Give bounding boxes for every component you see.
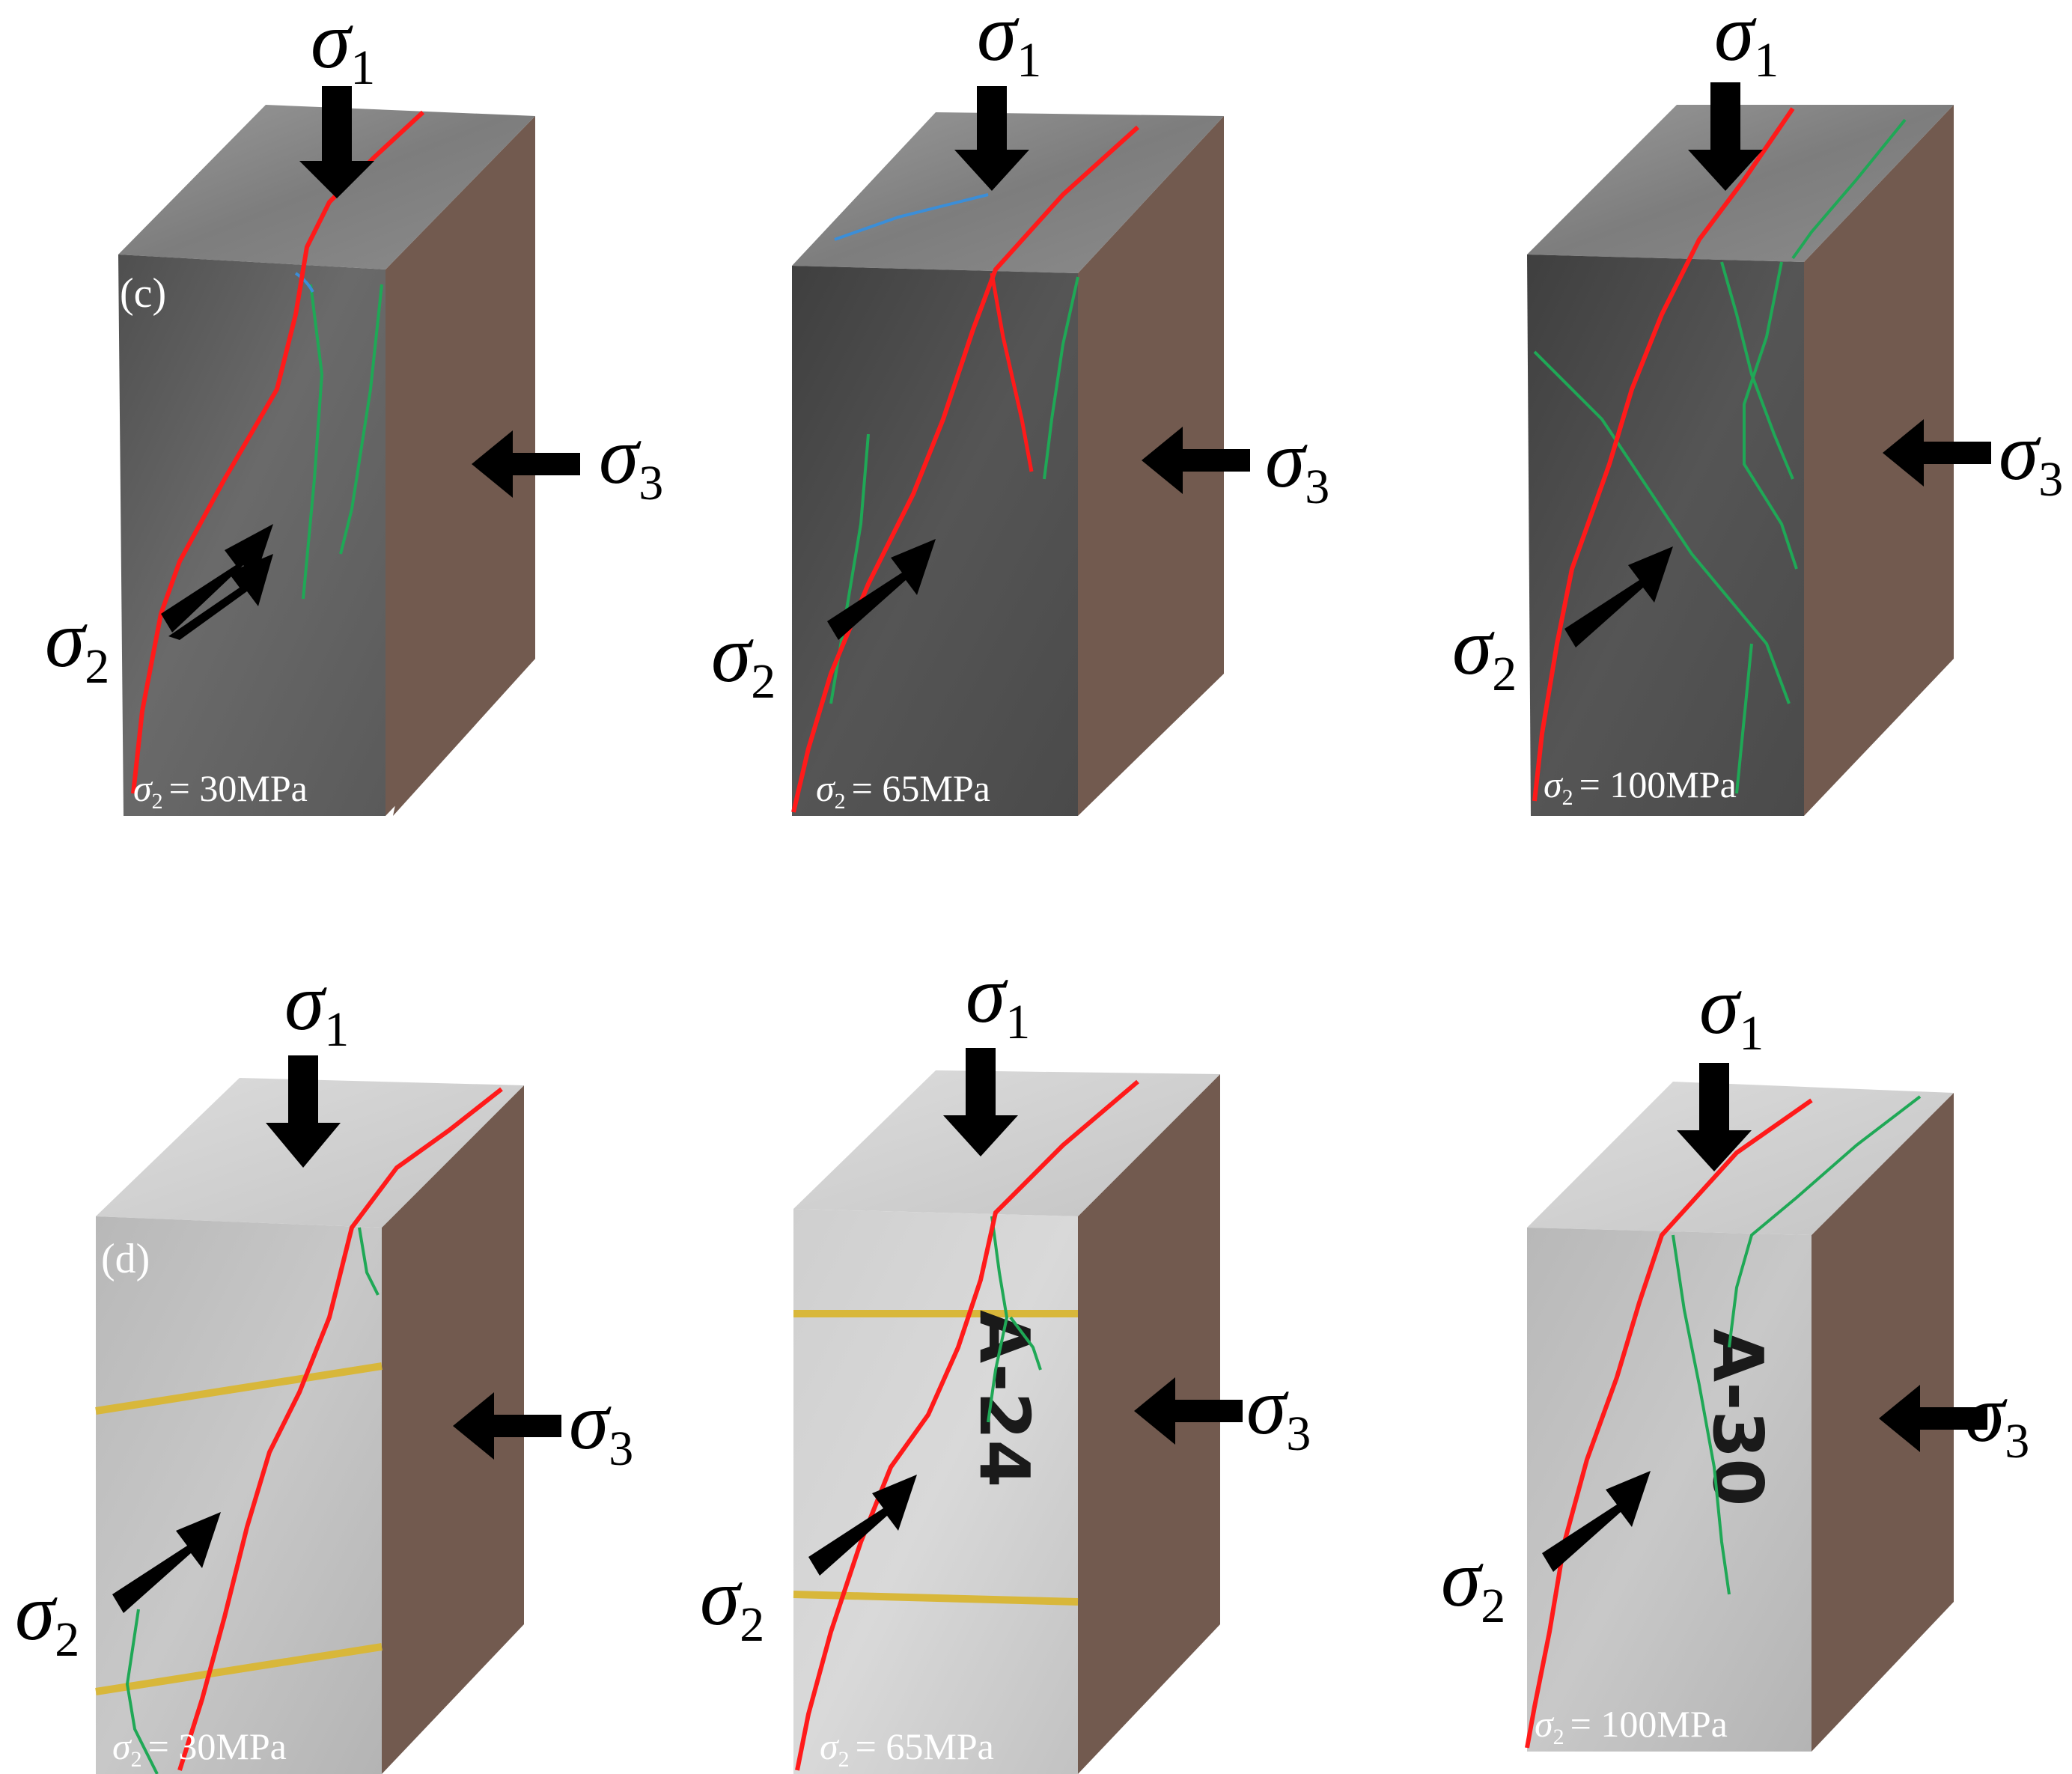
sigma2-arrow [168, 554, 273, 640]
panel-label: (d) [101, 1236, 150, 1282]
sigma1-label: σ1 [1714, 0, 1779, 88]
sigma1-arrow [266, 1055, 341, 1168]
specimen-d-65mpa: A-24 σ1 σ3 σ2 σ2= 65MPa [700, 951, 1311, 1774]
top-face [792, 112, 1224, 273]
specimen-c-65mpa: σ1 σ3 σ2 σ2= 65MPa [711, 0, 1329, 816]
sigma2-arrow [808, 1475, 917, 1576]
sigma3-arrow [1879, 1385, 1987, 1452]
top-face [1527, 1082, 1954, 1235]
tertiary-crack [834, 193, 989, 241]
tertiary-crack [294, 272, 314, 293]
sigma1-arrow [299, 86, 374, 198]
sigma3-label: σ3 [599, 412, 663, 510]
panel-label: (c) [120, 270, 166, 317]
sigma3-arrow [1142, 427, 1250, 494]
sigma2-arrow [161, 524, 273, 633]
secondary-crack [339, 284, 383, 555]
sigma3-label: σ3 [1265, 415, 1329, 514]
panel-c: (c) σ1 σ3 σ2 σ2= 30MPa σ1 σ3 σ2 σ2= 65MP… [45, 0, 2063, 816]
sigma2-value-caption: σ2= 100MPa [1535, 1703, 1728, 1749]
sigma2-value-caption: σ2= 65MPa [820, 1725, 994, 1772]
secondary-crack [1720, 261, 1794, 480]
top-face [793, 1070, 1220, 1216]
sigma3-arrow [472, 430, 580, 498]
sigma2-arrow [112, 1512, 221, 1613]
main-crack [795, 1079, 1139, 1771]
specimen-d-30mpa: (d) σ1 σ3 σ2 σ2= 30MPa [15, 958, 633, 1774]
front-face [118, 254, 386, 816]
sigma3-label: σ3 [1246, 1362, 1311, 1461]
sigma2-label: σ2 [1441, 1534, 1505, 1633]
side-face [1078, 1074, 1220, 1774]
sigma1-label: σ1 [1699, 962, 1764, 1061]
sample-tag: A-24 [964, 1310, 1044, 1487]
secondary-crack [358, 1227, 380, 1296]
sigma2-arrow [1542, 1471, 1651, 1572]
secondary-crack [1009, 1316, 1042, 1371]
secondary-crack [1791, 118, 1907, 260]
sigma1-label: σ1 [966, 951, 1030, 1049]
sigma2-arrow [827, 539, 936, 640]
panel-d: (d) σ1 σ3 σ2 σ2= 30MPa A-24 σ1 σ3 σ2 σ2=… [15, 951, 2029, 1774]
main-crack [1525, 1098, 1813, 1749]
front-face [793, 1209, 1078, 1774]
side-face [1812, 1093, 1954, 1752]
sigma2-value-caption: σ2= 65MPa [816, 767, 990, 814]
main-crack [177, 1087, 503, 1771]
specimen-d-100mpa: A-30 σ1 σ3 σ2 σ2= 100MPa [1441, 962, 2029, 1752]
gauge-strip [95, 1643, 383, 1695]
sigma2-label: σ2 [700, 1553, 764, 1652]
sigma3-arrow [1134, 1377, 1243, 1445]
side-face [1804, 105, 1954, 816]
main-crack [1532, 107, 1795, 802]
sigma1-arrow [954, 86, 1029, 191]
side-face [386, 116, 535, 816]
sigma1-label: σ1 [311, 0, 375, 95]
front-face [1527, 1228, 1812, 1752]
sigma3-label: σ3 [569, 1377, 633, 1476]
secondary-crack [302, 284, 324, 600]
secondary-crack [1728, 1095, 1922, 1348]
specimen-c-100mpa: σ1 σ3 σ2 σ2= 100MPa [1452, 0, 2063, 816]
sigma2-value-caption: σ2= 30MPa [112, 1725, 287, 1772]
secondary-crack [1533, 350, 1791, 704]
main-crack [791, 125, 1140, 813]
sigma2-value-caption: σ2= 100MPa [1544, 763, 1737, 810]
side-face [382, 1085, 524, 1774]
sigma2-label: σ2 [711, 610, 776, 709]
gauge-strip [95, 1362, 383, 1415]
main-crack [990, 272, 1034, 472]
sigma3-arrow [1883, 419, 1991, 487]
sample-tag: A-30 [1698, 1329, 1778, 1506]
front-face [1527, 254, 1804, 816]
secondary-crack [125, 1609, 159, 1774]
sigma2-label: σ2 [15, 1568, 79, 1667]
sigma3-label: σ3 [1999, 408, 2063, 507]
secondary-crack [1735, 643, 1753, 794]
front-face [96, 1216, 382, 1774]
sigma2-value-caption: σ2= 30MPa [133, 767, 308, 814]
secondary-crack [1743, 261, 1798, 570]
secondary-crack [1672, 1234, 1731, 1595]
sigma1-label: σ1 [284, 958, 349, 1057]
sigma2-label: σ2 [1452, 603, 1517, 701]
sigma1-label: σ1 [977, 0, 1041, 88]
secondary-crack [1043, 276, 1079, 480]
sigma1-arrow [1677, 1063, 1752, 1171]
specimen-c-30mpa: (c) σ1 σ3 σ2 σ2= 30MPa [45, 0, 663, 816]
sigma3-arrow [453, 1392, 561, 1460]
sigma1-arrow [1688, 82, 1763, 191]
secondary-crack [987, 1216, 1009, 1423]
sigma2-label: σ2 [45, 595, 109, 694]
sigma3-label: σ3 [1965, 1370, 2029, 1469]
sigma2-arrow [1564, 546, 1673, 647]
sigma1-arrow [943, 1048, 1018, 1156]
